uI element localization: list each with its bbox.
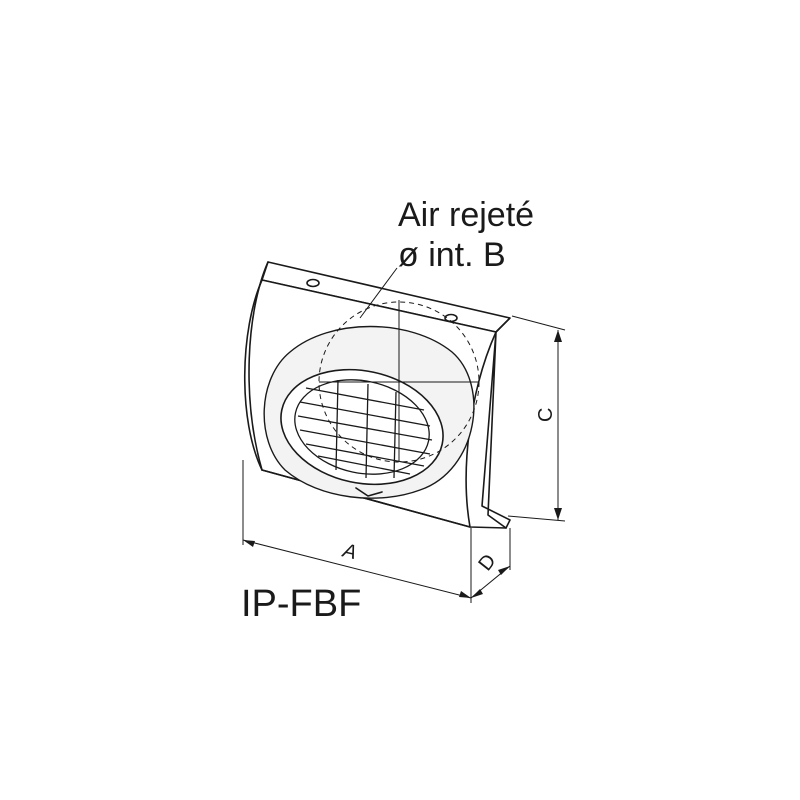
dimension-c-label: C <box>535 408 557 422</box>
dimension-c <box>507 315 566 522</box>
outlet-hood <box>263 325 475 499</box>
model-label: IP-FBF <box>241 583 361 625</box>
dimension-d <box>470 528 511 599</box>
dimension-d-label: D <box>474 550 500 575</box>
grille <box>294 379 433 479</box>
callout-diameter-b: ø int. B <box>398 236 506 274</box>
diameter-b-marker <box>318 267 480 463</box>
callout-air-rejete: Air rejeté <box>398 196 534 234</box>
screw-left <box>306 278 320 288</box>
ring-notch <box>355 487 383 497</box>
callout-leader <box>359 267 398 319</box>
dimension-a <box>242 460 472 603</box>
left-edge <box>248 261 269 471</box>
dimension-a-label: A <box>340 539 359 564</box>
